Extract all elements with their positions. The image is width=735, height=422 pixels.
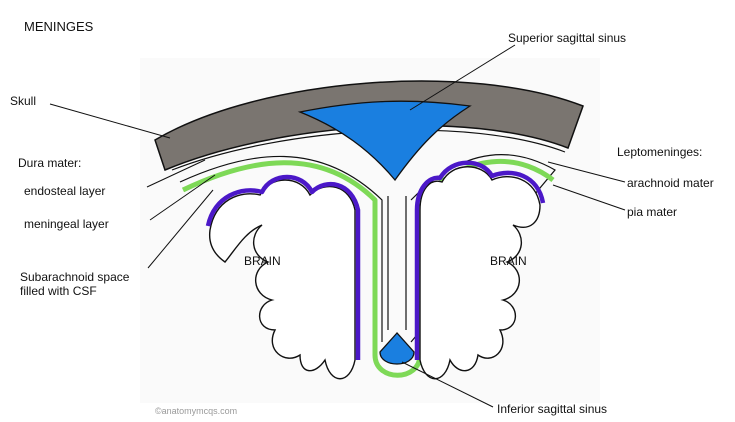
leader-superior-sinus bbox=[409, 44, 516, 111]
leader-inferior-sinus bbox=[401, 361, 494, 408]
label-superior-sagittal-sinus: Superior sagittal sinus bbox=[508, 31, 627, 45]
label-subarachnoid-space: Subarachnoid space filled with CSF bbox=[20, 270, 130, 298]
leader-lines bbox=[49, 44, 626, 408]
leader-arachnoid bbox=[547, 161, 626, 183]
label-skull: Skull bbox=[10, 94, 37, 108]
label-inferior-sagittal-sinus: Inferior sagittal sinus bbox=[497, 402, 608, 416]
label-dura-mater: Dura mater: bbox=[18, 156, 82, 170]
label-brain-left: BRAIN bbox=[244, 254, 281, 268]
label-pia-mater: pia mater bbox=[627, 205, 678, 219]
leader-subarachnoid bbox=[147, 189, 214, 269]
leader-skull bbox=[49, 103, 171, 139]
diagram-title: MENINGES bbox=[24, 19, 94, 34]
falx-cerebri bbox=[387, 196, 407, 330]
right-brain-gyri bbox=[419, 166, 541, 380]
label-meningeal-layer: meningeal layer bbox=[24, 217, 109, 231]
label-arachnoid-mater: arachnoid mater bbox=[627, 176, 714, 190]
label-leptomeninges: Leptomeninges: bbox=[617, 145, 703, 159]
superior-sagittal-sinus-shape bbox=[297, 100, 472, 182]
left-pia-mater bbox=[205, 174, 361, 360]
right-pia-mater bbox=[414, 160, 546, 360]
label-endosteal-layer: endosteal layer bbox=[24, 184, 106, 198]
label-brain-right: BRAIN bbox=[490, 254, 527, 268]
inferior-sagittal-sinus-shape bbox=[379, 332, 415, 365]
arachnoid-mater-layer bbox=[181, 158, 555, 378]
leader-pia bbox=[552, 184, 626, 211]
copyright-credit: ©anatomymcqs.com bbox=[155, 406, 238, 416]
leader-endosteal bbox=[146, 159, 206, 188]
leader-meningeal bbox=[149, 174, 216, 221]
left-brain-gyri bbox=[208, 179, 356, 380]
